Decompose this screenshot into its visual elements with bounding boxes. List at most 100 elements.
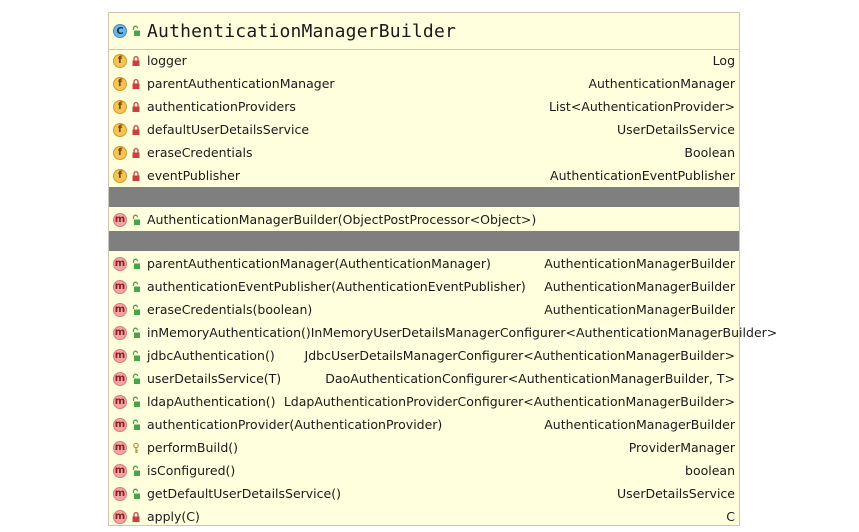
method-row[interactable]: m performBuild() ProviderManager: [109, 436, 739, 459]
member-type: boolean: [685, 463, 735, 478]
member-name: inMemoryAuthentication(): [147, 325, 311, 340]
member-name: jdbcAuthentication(): [147, 348, 275, 363]
method-kind-icon: m: [113, 440, 127, 455]
member-type: LdapAuthenticationProviderConfigurer<Aut…: [283, 394, 735, 409]
public-open-lock-icon: [132, 304, 140, 315]
method-kind-icon: m: [113, 417, 127, 432]
member-type: DaoAuthenticationConfigurer<Authenticati…: [325, 371, 735, 386]
member-name: authenticationProviders: [147, 99, 296, 114]
member-type: AuthenticationManagerBuilder: [544, 256, 735, 271]
method-row[interactable]: m ldapAuthentication() LdapAuthenticationP…: [109, 390, 739, 413]
field-kind-icon: f: [113, 76, 127, 91]
class-kind-icon: C: [113, 24, 127, 38]
member-name: defaultUserDetailsService: [147, 122, 310, 137]
field-kind-icon: f: [113, 145, 127, 160]
public-open-lock-icon: [132, 488, 140, 499]
public-open-lock-icon: [132, 25, 140, 36]
member-name: eraseCredentials: [147, 145, 253, 160]
member-type: List<AuthenticationProvider>: [548, 99, 735, 114]
method-row[interactable]: m apply(C) C: [109, 505, 739, 528]
member-name: eventPublisher: [147, 168, 240, 183]
field-kind-icon: f: [113, 99, 127, 114]
section-divider: [109, 187, 739, 207]
member-name: logger: [147, 53, 187, 68]
member-type: AuthenticationManager: [588, 76, 735, 91]
section-divider: [109, 231, 739, 251]
field-kind-icon: f: [113, 168, 127, 183]
member-type: Boolean: [684, 145, 735, 160]
field-row[interactable]: f parentAuthenticationManager Authenticati…: [109, 72, 739, 95]
public-open-lock-icon: [132, 465, 140, 476]
member-type: UserDetailsService: [616, 486, 735, 501]
method-kind-icon: m: [113, 348, 127, 363]
field-kind-icon: f: [113, 122, 127, 137]
member-type: AuthenticationManagerBuilder: [544, 279, 735, 294]
method-row[interactable]: m jdbcAuthentication() JdbcUserDetailsMana…: [109, 344, 739, 367]
method-row[interactable]: m userDetailsService(T) DaoAuthenticationC…: [109, 367, 739, 390]
field-row[interactable]: f defaultUserDetailsService UserDetailsSer…: [109, 118, 739, 141]
private-lock-icon: [132, 147, 140, 158]
method-kind-icon: m: [113, 509, 127, 524]
method-row[interactable]: m isConfigured() boolean: [109, 459, 739, 482]
field-kind-icon: f: [113, 53, 127, 68]
method-row[interactable]: m parentAuthenticationManager(Authenticat…: [109, 252, 739, 275]
member-name: userDetailsService(T): [147, 371, 282, 386]
public-open-lock-icon: [132, 419, 140, 430]
member-type: Log: [712, 53, 735, 68]
member-type: AuthenticationEventPublisher: [550, 168, 735, 183]
member-name: authenticationEventPublisher(Authenticat…: [147, 279, 526, 294]
field-row[interactable]: f eraseCredentials Boolean: [109, 141, 739, 164]
public-open-lock-icon: [132, 214, 140, 225]
member-type: AuthenticationManagerBuilder: [544, 417, 735, 432]
method-kind-icon: m: [113, 486, 127, 501]
member-name: getDefaultUserDetailsService(): [147, 486, 341, 501]
private-lock-icon: [132, 55, 140, 66]
member-type: InMemoryUserDetailsManagerConfigurer<Aut…: [310, 325, 778, 340]
method-kind-icon: m: [113, 279, 127, 294]
method-row[interactable]: m authenticationEventPublisher(Authentica…: [109, 275, 739, 298]
method-row[interactable]: m authenticationProvider(AuthenticationPr…: [109, 413, 739, 436]
member-name: parentAuthenticationManager: [147, 76, 335, 91]
public-open-lock-icon: [132, 350, 140, 361]
constructor-row[interactable]: m AuthenticationManagerBuilder(ObjectPost…: [109, 208, 739, 231]
member-type: ProviderManager: [628, 440, 735, 455]
member-name: performBuild(): [147, 440, 239, 455]
field-row[interactable]: f logger Log: [109, 49, 739, 72]
private-lock-icon: [132, 78, 140, 89]
public-open-lock-icon: [132, 281, 140, 292]
method-kind-icon: m: [113, 394, 127, 409]
public-open-lock-icon: [132, 373, 140, 384]
method-kind-icon: m: [113, 463, 127, 478]
member-name: parentAuthenticationManager(Authenticati…: [147, 256, 491, 271]
member-type: UserDetailsService: [616, 122, 735, 137]
member-name: isConfigured(): [147, 463, 236, 478]
method-kind-icon: m: [113, 325, 127, 340]
class-diagram-card: C AuthenticationManagerBuilder f logger Lo…: [108, 12, 777, 528]
member-name: AuthenticationManagerBuilder(ObjectPostP…: [147, 212, 537, 227]
method-row[interactable]: m inMemoryAuthentication()InMemoryUserDet…: [109, 321, 777, 344]
method-kind-icon: m: [113, 256, 127, 271]
method-row[interactable]: m getDefaultUserDetailsService() UserDetai…: [109, 482, 739, 505]
private-lock-icon: [132, 511, 140, 522]
member-type: C: [726, 509, 735, 524]
member-name: authenticationProvider(AuthenticationPro…: [147, 417, 443, 432]
method-kind-icon: m: [113, 302, 127, 317]
field-row[interactable]: f eventPublisher AuthenticationEventPublis…: [109, 164, 739, 187]
private-lock-icon: [132, 170, 140, 181]
member-name: apply(C): [147, 509, 200, 524]
member-name: ldapAuthentication(): [147, 394, 276, 409]
private-lock-icon: [132, 124, 140, 135]
member-type: AuthenticationManagerBuilder: [544, 302, 735, 317]
method-kind-icon: m: [113, 371, 127, 386]
class-header: C AuthenticationManagerBuilder: [109, 13, 739, 50]
public-open-lock-icon: [132, 396, 140, 407]
protected-key-icon: [133, 442, 139, 453]
field-row[interactable]: f authenticationProviders List<Authenticat…: [109, 95, 739, 118]
member-type: JdbcUserDetailsManagerConfigurer<Authent…: [304, 348, 735, 363]
method-kind-icon: m: [113, 212, 127, 227]
private-lock-icon: [132, 101, 140, 112]
class-title: AuthenticationManagerBuilder: [147, 20, 457, 42]
public-open-lock-icon: [132, 327, 140, 338]
public-open-lock-icon: [132, 258, 140, 269]
